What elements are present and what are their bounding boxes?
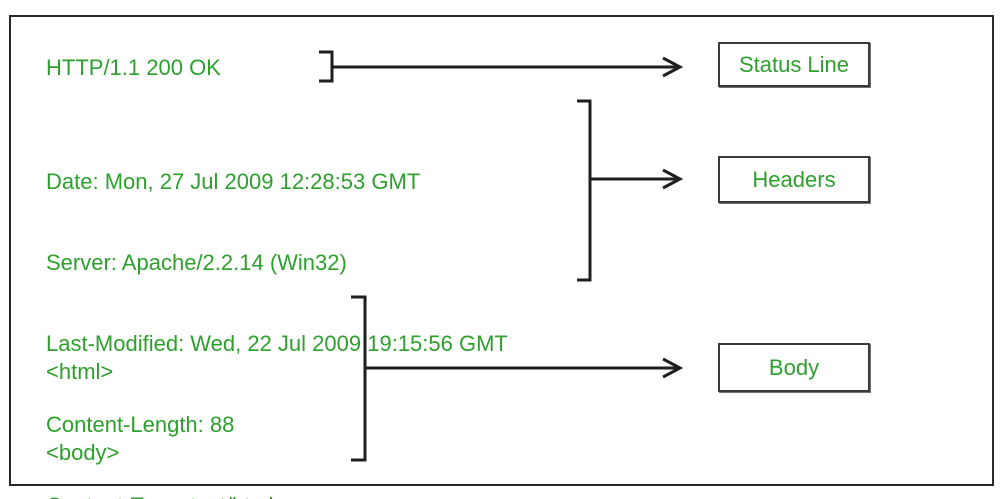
status-line-label-box: Status Line (718, 42, 870, 87)
body-line: <body> (46, 440, 120, 465)
body-label-box: Body (718, 343, 870, 392)
body-line: <html> (46, 359, 114, 384)
headers-label: Headers (752, 166, 836, 192)
header-line: Date: Mon, 27 Jul 2009 12:28:53 GMT (46, 169, 421, 194)
header-line: Last-Modified: Wed, 22 Jul 2009 19:15:56… (46, 331, 508, 356)
status-line-label: Status Line (738, 51, 850, 77)
header-line: Content-Length: 88 (46, 412, 235, 437)
body-label: Body (768, 354, 820, 380)
header-line: Content-Type: text/html (46, 492, 508, 499)
status-line-text: HTTP/1.1 200 OK (46, 55, 221, 80)
headers-label-box: Headers (718, 156, 870, 203)
headers-block: Date: Mon, 27 Jul 2009 12:28:53 GMT Serv… (46, 114, 508, 499)
header-line: Server: Apache/2.2.14 (Win32) (46, 250, 347, 275)
body-block: <html> <body> <h1>Hello, World!</h1> </b… (46, 304, 278, 499)
diagram-outer-border (9, 15, 994, 486)
